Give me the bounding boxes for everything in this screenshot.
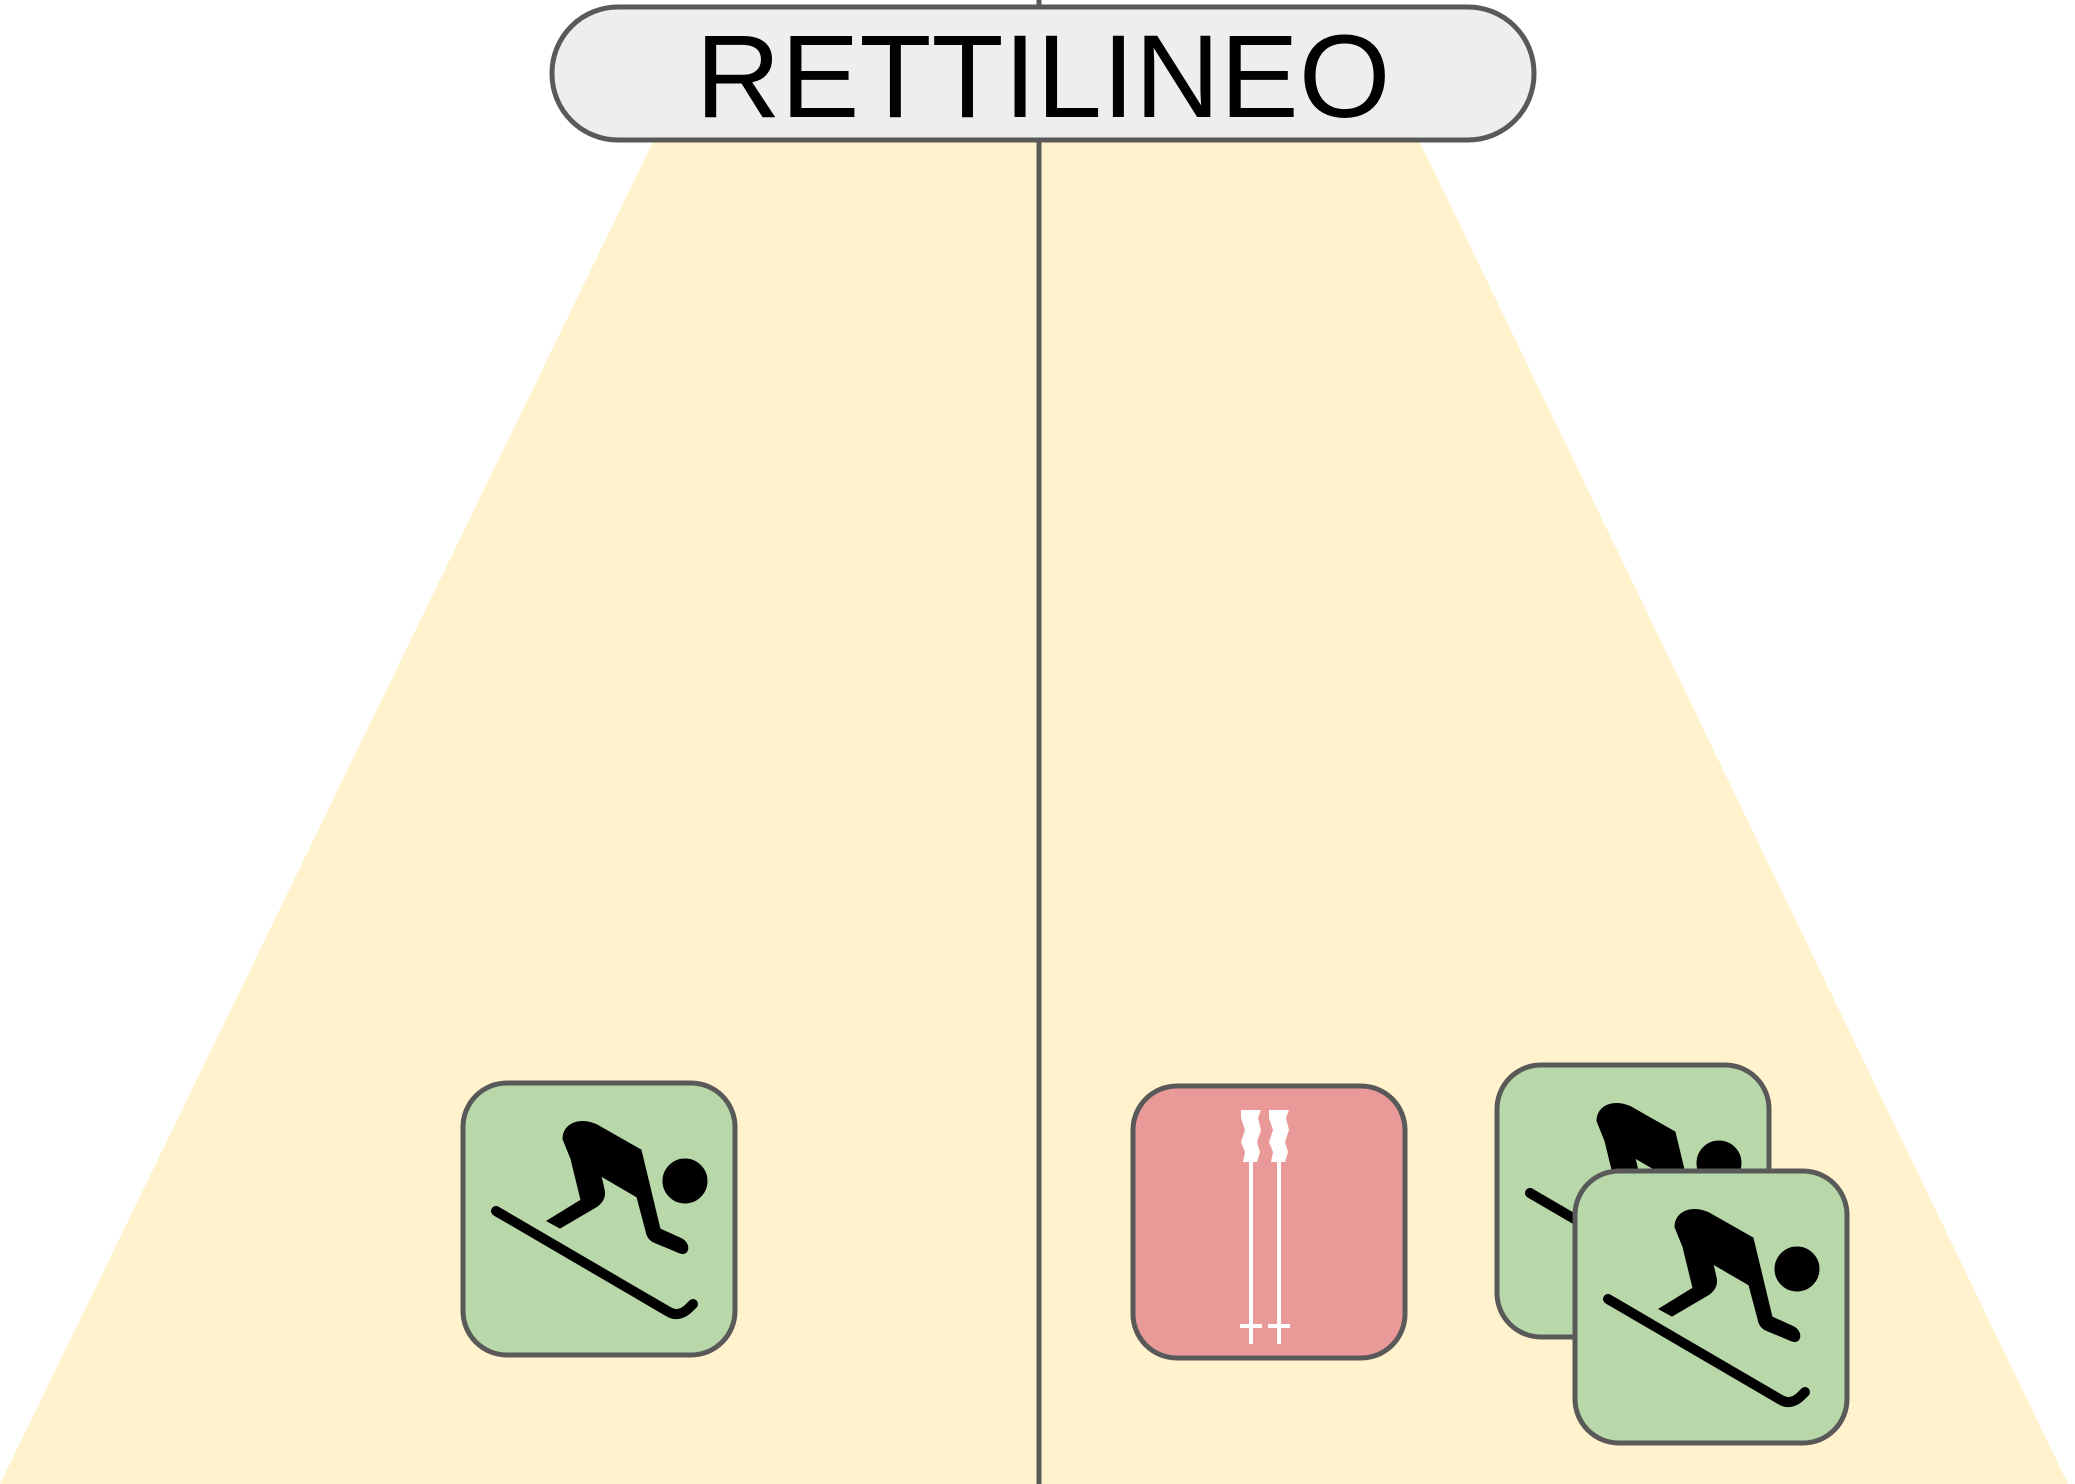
ski-poles-icon xyxy=(1240,1110,1290,1344)
ski-poles-card xyxy=(1130,1083,1408,1361)
card-background xyxy=(1130,1083,1408,1361)
title-banner: RETTILINEO xyxy=(549,4,1537,143)
card-background xyxy=(1572,1168,1850,1446)
page-title: RETTILINEO xyxy=(696,11,1391,143)
skier-card-left xyxy=(460,1080,738,1358)
card-background xyxy=(460,1080,738,1358)
title-box xyxy=(549,4,1537,143)
skier-card-right-front xyxy=(1572,1168,1850,1446)
